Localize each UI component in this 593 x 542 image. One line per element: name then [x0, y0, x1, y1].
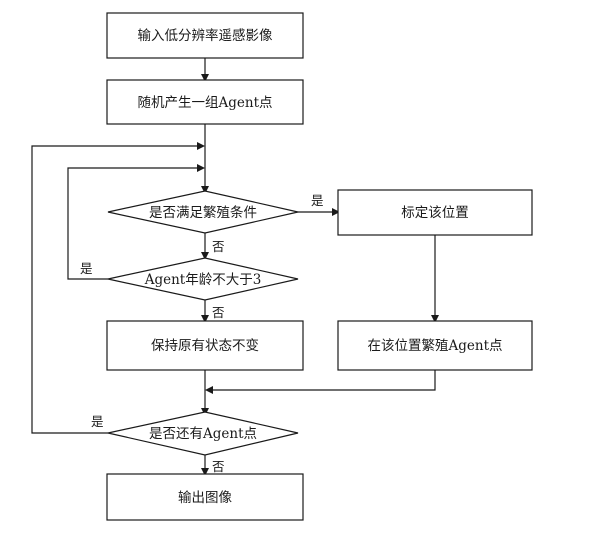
- arrowhead: [332, 208, 340, 216]
- decision-check-remaining-label: 是否还有Agent点: [149, 426, 257, 442]
- node-mark-position: 标定该位置: [337, 189, 533, 236]
- decision-check-condition: 是否满足繁殖条件: [107, 190, 299, 234]
- edge-label-age-yes: 是: [80, 261, 93, 276]
- connectors: [31, 58, 439, 476]
- arrowhead: [201, 252, 209, 260]
- node-output-image: 输出图像: [106, 473, 304, 521]
- edge-label-remaining-yes: 是: [91, 414, 104, 429]
- decision-check-condition-label: 是否满足繁殖条件: [149, 204, 257, 221]
- edge-breed-merge: [211, 370, 436, 391]
- node-breed-agent-label: 在该位置繁殖Agent点: [368, 337, 503, 354]
- arrowhead: [201, 74, 209, 82]
- node-generate-agents-label: 随机产生一组Agent点: [138, 95, 273, 111]
- node-keep-state: 保持原有状态不变: [106, 320, 304, 371]
- node-keep-state-label: 保持原有状态不变: [151, 338, 259, 354]
- node-breed-agent: 在该位置繁殖Agent点: [337, 320, 533, 371]
- edge-remaining-yes-loop: [31, 145, 199, 434]
- edge-label-remaining-no: 否: [212, 459, 225, 474]
- arrowhead: [205, 386, 213, 394]
- node-input-image: 输入低分辨率遥感影像: [106, 12, 304, 59]
- decision-check-remaining: 是否还有Agent点: [107, 411, 299, 456]
- decision-check-age-label: Agent年龄不大于3: [144, 272, 262, 288]
- node-generate-agents: 随机产生一组Agent点: [106, 79, 304, 125]
- node-mark-position-label: 标定该位置: [401, 205, 469, 221]
- edge-label-condition-no: 否: [212, 239, 225, 254]
- node-output-image-label: 输出图像: [178, 490, 232, 506]
- arrowhead: [197, 142, 205, 150]
- arrowhead: [201, 468, 209, 476]
- arrowhead: [197, 164, 205, 172]
- edge-label-age-no: 否: [212, 305, 225, 320]
- arrowhead: [201, 315, 209, 323]
- decision-check-age: Agent年龄不大于3: [107, 257, 299, 301]
- edge-age-yes-loop: [67, 167, 199, 280]
- arrowhead: [201, 186, 209, 194]
- edge-label-condition-yes: 是: [311, 193, 324, 208]
- arrowhead: [431, 315, 439, 323]
- node-input-image-label: 输入低分辨率遥感影像: [138, 27, 273, 44]
